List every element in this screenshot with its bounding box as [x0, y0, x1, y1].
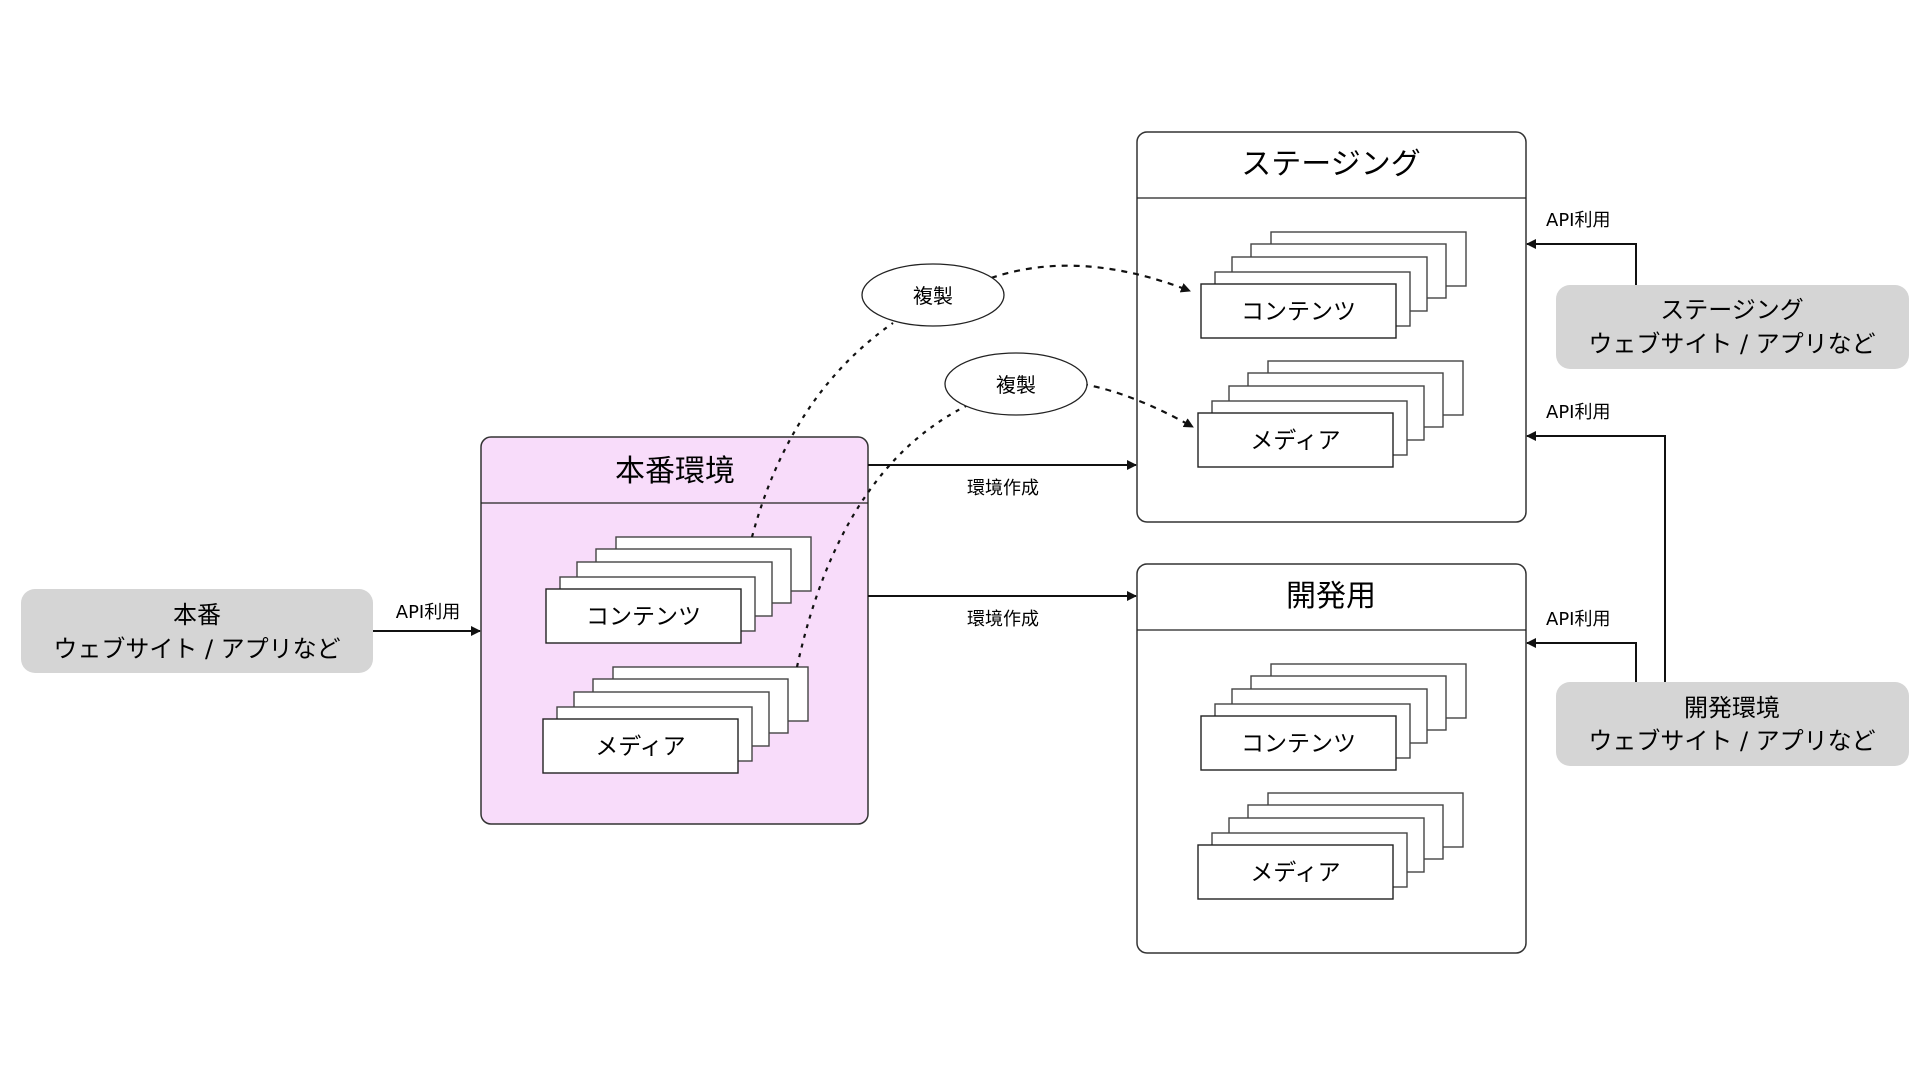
replication-media: 複製: [795, 352, 1194, 668]
card-front: [1200, 283, 1397, 339]
edge-label-api-dev: API利用: [1546, 609, 1610, 630]
replication-media-oval: [944, 352, 1088, 416]
env-development: 開発用 コンテンツ メディア: [1136, 563, 1527, 954]
card-front: [545, 588, 742, 644]
stack-development-contents: コンテンツ: [1200, 663, 1467, 771]
env-staging-title: ステージング: [1241, 147, 1420, 182]
stack-staging-media: メディア: [1197, 360, 1464, 468]
edge-create-staging: 環境作成: [868, 460, 1137, 499]
edge-create-dev: 環境作成: [868, 591, 1137, 630]
env-production-title: 本番環境: [615, 454, 735, 489]
client-production-line1: 本番: [173, 601, 221, 629]
env-production: 本番環境 コンテンツ メディア: [480, 436, 869, 825]
client-development-line2: ウェブサイト / アプリなど: [1588, 727, 1875, 755]
client-development-line1: 開発環境: [1684, 694, 1780, 722]
replication-contents-label: 複製: [913, 284, 953, 308]
client-production: 本番 ウェブサイト / アプリなど: [21, 589, 373, 673]
edge-label-api-prod: API利用: [396, 602, 460, 623]
env-staging: ステージング コンテンツ メディア: [1136, 131, 1527, 523]
card-label: コンテンツ: [1241, 731, 1356, 757]
stack-production-contents: コンテンツ: [545, 536, 812, 644]
card-label: コンテンツ: [586, 604, 701, 630]
client-staging: ステージング ウェブサイト / アプリなど: [1556, 285, 1909, 369]
edge-label-api-staging: API利用: [1546, 210, 1610, 231]
client-staging-line2: ウェブサイト / アプリなど: [1588, 330, 1875, 358]
replication-contents-oval: [861, 263, 1005, 327]
client-production-line2: ウェブサイト / アプリなど: [53, 635, 340, 663]
card-front: [1200, 715, 1397, 771]
card-front: [1197, 844, 1394, 900]
card-label: コンテンツ: [1241, 299, 1356, 325]
edge-api-prod: API利用: [373, 602, 481, 636]
edge-label-api-dev-to-staging: API利用: [1546, 402, 1610, 423]
client-staging-line1: ステージング: [1660, 296, 1804, 324]
edge-api-dev: API利用: [1526, 609, 1637, 682]
card-front: [1197, 412, 1394, 468]
stack-staging-contents: コンテンツ: [1200, 231, 1467, 339]
card-label: メディア: [595, 734, 685, 760]
replication-media-label: 複製: [996, 373, 1036, 397]
client-development: 開発環境 ウェブサイト / アプリなど: [1556, 682, 1909, 766]
edge-label-create-staging: 環境作成: [967, 478, 1039, 499]
env-development-title: 開発用: [1286, 579, 1376, 614]
stack-production-media: メディア: [542, 666, 809, 774]
edge-api-staging: API利用: [1526, 210, 1637, 285]
replication-contents: 複製: [750, 263, 1191, 538]
card-label: メディア: [1250, 428, 1340, 454]
edge-api-dev-to-staging: API利用: [1526, 402, 1666, 682]
stack-development-media: メディア: [1197, 792, 1464, 900]
edge-label-create-dev: 環境作成: [967, 609, 1039, 630]
card-label: メディア: [1250, 860, 1340, 886]
card-front: [542, 718, 739, 774]
